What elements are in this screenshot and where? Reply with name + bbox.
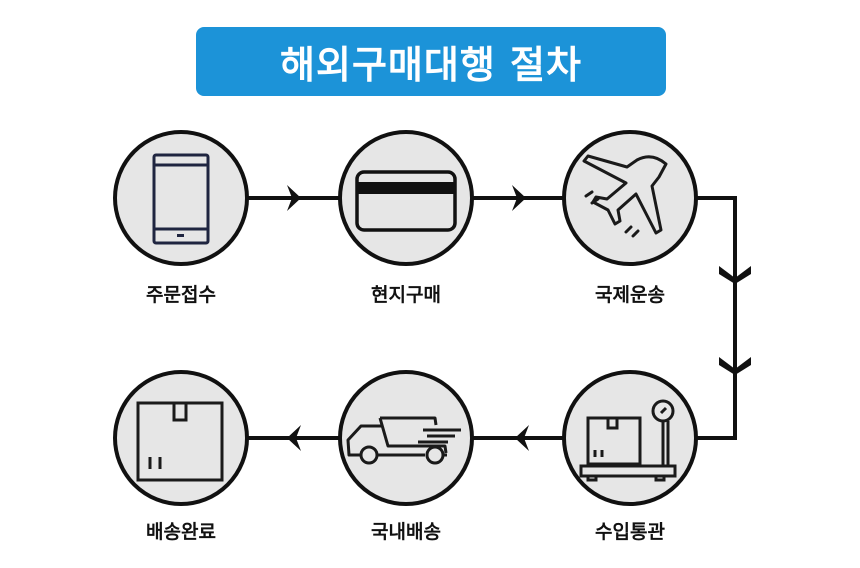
- arrow-left-icon: [515, 425, 529, 451]
- step-circle-5: [338, 370, 474, 506]
- step-label-6: 배송완료: [146, 521, 216, 543]
- step-circle-6: [113, 370, 249, 506]
- step-label-5: 국내배송: [371, 521, 441, 543]
- arrow-right-icon: [287, 185, 301, 211]
- tablet-icon: [152, 153, 210, 245]
- step-circle-4: [562, 370, 698, 506]
- arrowheads: [287, 185, 751, 451]
- credit-card-icon: [355, 170, 457, 232]
- step-circle-1: [113, 130, 249, 266]
- step-label-1: 주문접수: [146, 284, 216, 306]
- arrow-down-icon: [719, 266, 751, 284]
- scale-box-icon: [579, 399, 677, 482]
- arrow-down-icon: [719, 357, 751, 375]
- arrow-right-icon: [512, 185, 526, 211]
- arrow-left-icon: [287, 425, 301, 451]
- title-banner: 해외구매대행 절차: [196, 27, 666, 96]
- step-label-4: 수입통관: [595, 521, 665, 543]
- step-label-2: 현지구매: [371, 284, 441, 306]
- page-title: 해외구매대행 절차: [280, 43, 582, 87]
- delivery-truck-icon: [346, 416, 461, 465]
- step-circle-2: [338, 130, 474, 266]
- package-box-icon: [136, 401, 224, 482]
- airplane-icon: [582, 154, 668, 238]
- step-label-3: 국제운송: [595, 284, 665, 306]
- connector-3-4: [696, 196, 737, 440]
